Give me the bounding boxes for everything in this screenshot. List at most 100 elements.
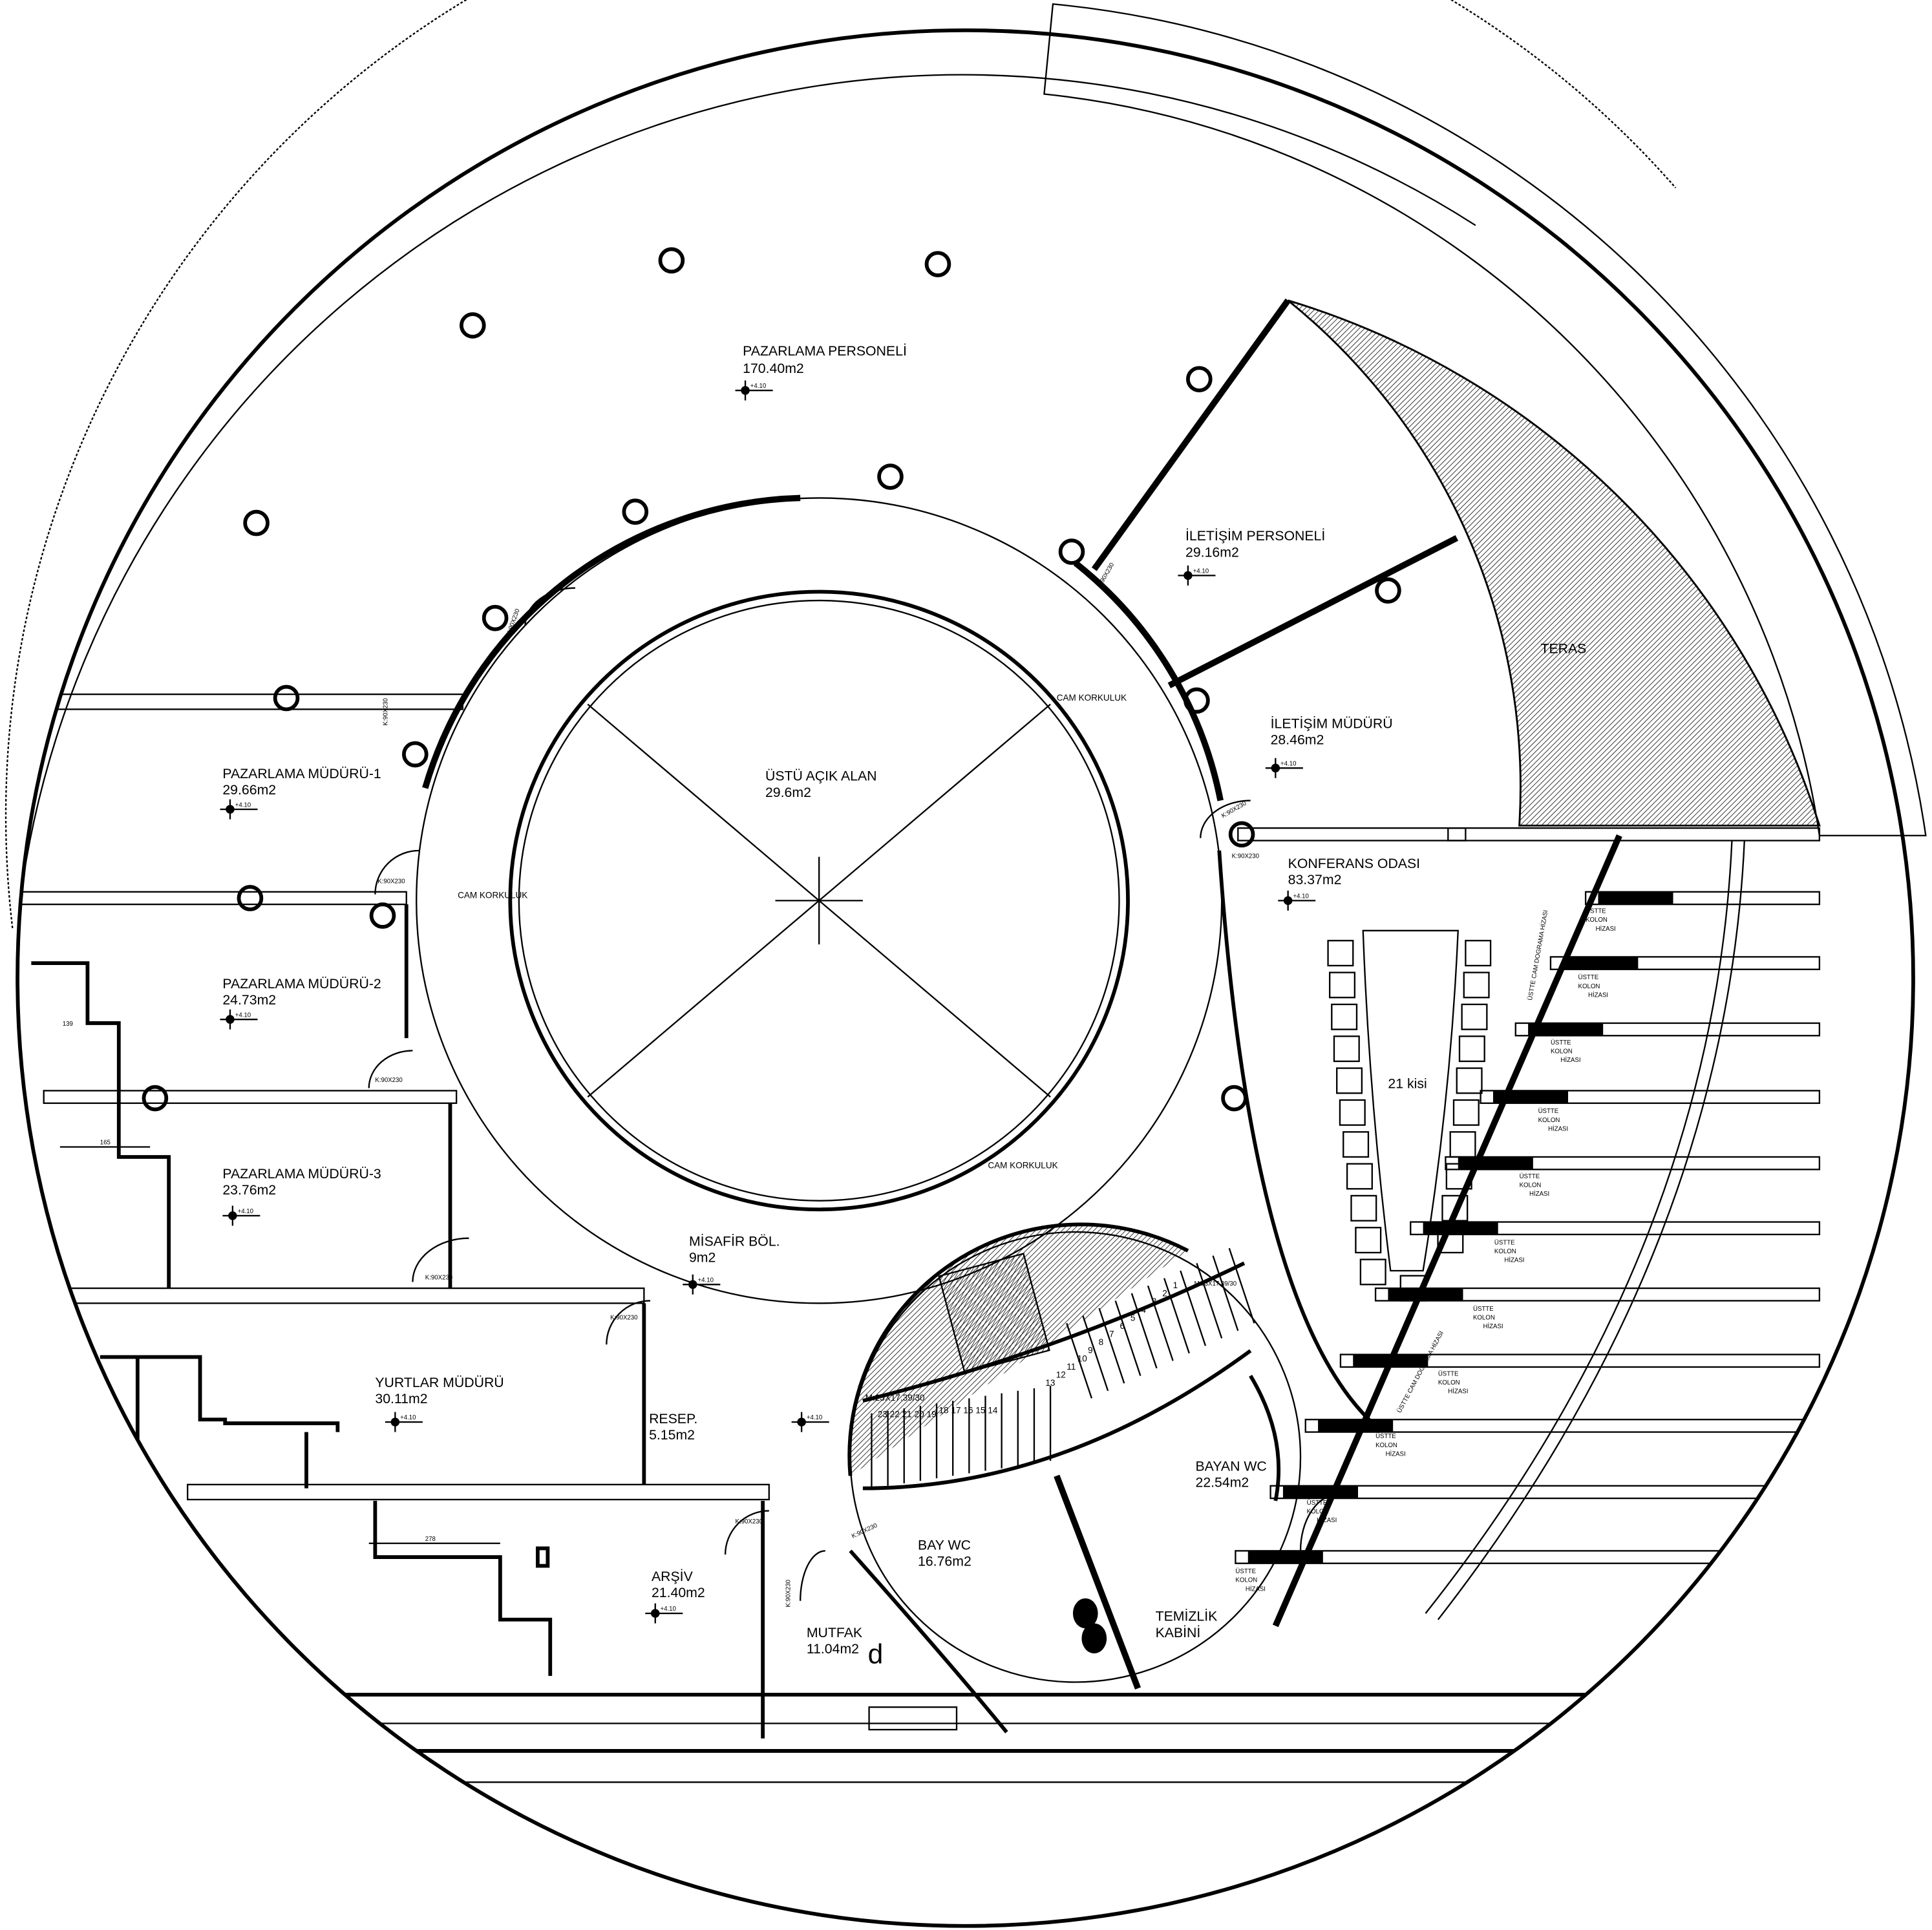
chair-icon [1456, 1067, 1483, 1094]
chair-icon [1329, 971, 1356, 999]
chair-icon [1458, 1035, 1485, 1063]
chair-icon [1331, 1003, 1358, 1030]
kolon-note: KOLON [1438, 1379, 1460, 1386]
glazing-fin [1374, 1287, 1821, 1302]
door-label: K:90X230 [785, 1580, 792, 1607]
column-icon [459, 312, 486, 339]
stair-step-number: 23 [878, 1409, 887, 1419]
capacity-label: 21 kisi [1388, 1076, 1427, 1092]
door-swing[interactable] [524, 587, 575, 626]
level-value: +4.10 [400, 1414, 416, 1421]
conference-table [1327, 929, 1492, 1302]
level-mark: +4.10 [222, 1205, 260, 1226]
room-name: RESEP. [649, 1411, 697, 1426]
room-name: BAYAN WC [1196, 1459, 1267, 1474]
kolon-note: ÜSTTE [1235, 1568, 1256, 1575]
kolon-note: ÜSTTE [1494, 1239, 1515, 1246]
kolon-note: HİZASI [1386, 1450, 1406, 1458]
room-area: 83.37m2 [1288, 872, 1342, 887]
level-mark: +4.10 [385, 1412, 423, 1432]
level-mark: +4.10 [1178, 565, 1216, 586]
level-mark: +4.10 [1278, 890, 1316, 911]
core [847, 1222, 1302, 1734]
column-icon [1185, 366, 1213, 392]
kolon-note: HİZASI [1596, 926, 1616, 933]
kolon-note: KOLON [1235, 1577, 1257, 1584]
door-swing[interactable] [1200, 800, 1251, 838]
level-value: +4.10 [238, 1208, 253, 1215]
column-marker [1247, 1551, 1323, 1564]
kolon-note: KOLON [1551, 1048, 1573, 1055]
level-marks: +4.10+4.10+4.10+4.10+4.10+4.10+4.10+4.10… [220, 380, 1316, 1624]
room-name: YURTLAR MÜDÜRÜ [375, 1375, 504, 1390]
chair-icon [1465, 940, 1492, 967]
column-icon [1228, 821, 1255, 848]
stair-step-number: 22 [890, 1409, 900, 1419]
column-marker [1598, 891, 1673, 905]
column-icon [877, 463, 904, 490]
annotations: M:23X17.39/30 M:23X17.39/30 139 165 278 … [59, 909, 1549, 1544]
room-name: BAY WC [918, 1537, 971, 1553]
dimension: 278 [425, 1536, 436, 1543]
door-swing[interactable] [412, 1237, 469, 1282]
room-name: ARŞİV [652, 1569, 694, 1584]
kolon-note: HİZASI [1504, 1257, 1524, 1264]
room-area: 23.76m2 [222, 1182, 276, 1198]
stair-tread [1180, 1270, 1207, 1346]
teras-area [1287, 299, 1821, 827]
column-marker [1528, 1023, 1604, 1036]
chair-icon [1445, 1163, 1472, 1190]
stair-step-number: 15 [975, 1406, 985, 1416]
chair-icon [1463, 971, 1490, 999]
column-icon [243, 509, 270, 536]
column-marker [1318, 1419, 1394, 1432]
room-area: 29.6m2 [765, 785, 811, 800]
column-icon [142, 1085, 169, 1112]
door-swing[interactable] [606, 1300, 651, 1345]
kolon-note: KOLON [1586, 917, 1608, 924]
kolon-note: ÜSTTE [1520, 1173, 1540, 1180]
column-icon [369, 902, 396, 929]
stair-step-number: 11 [1067, 1362, 1076, 1372]
door-swing[interactable] [724, 1510, 769, 1555]
level-value: +4.10 [660, 1606, 675, 1613]
room-area: 24.73m2 [222, 992, 276, 1008]
level-value: +4.10 [1293, 893, 1308, 900]
stair-step-number: 7 [1109, 1330, 1114, 1339]
cam-korkuluk-label: CAM KORKULUK [988, 1160, 1057, 1170]
chair-icon [1437, 1227, 1464, 1254]
room-name: KONFERANS ODASI [1288, 856, 1420, 871]
door-swing[interactable] [368, 1050, 413, 1088]
kolon-note: KOLON [1494, 1248, 1516, 1255]
door-swing[interactable] [1299, 1494, 1339, 1551]
room-area: 29.66m2 [222, 782, 276, 798]
room-area: 5.15m2 [649, 1427, 695, 1443]
stair-step-number: 14 [988, 1406, 998, 1416]
stair-step-number: 17 [951, 1406, 961, 1416]
room-name: TEMİZLİK [1156, 1609, 1218, 1624]
glazing-fin [1410, 1221, 1821, 1236]
chair-icon [1452, 1099, 1480, 1126]
door-swing[interactable] [800, 1550, 825, 1601]
stair-tread [1082, 1315, 1109, 1392]
column-icon [1184, 687, 1210, 714]
room-area: 30.11m2 [375, 1391, 427, 1406]
cam-korkuluk-label: CAM KORKULUK [458, 890, 527, 900]
column-marker [1492, 1090, 1569, 1103]
room-name-2: KABİNİ [1156, 1625, 1201, 1640]
door-label: K:90X230 [383, 698, 390, 725]
column-icon [658, 247, 685, 274]
stair-step-number: 4 [1141, 1305, 1146, 1315]
mutfak-mark: d [868, 1638, 884, 1670]
stair-tread [1196, 1263, 1223, 1339]
door-swing[interactable] [374, 849, 419, 895]
cam-dograma-note: ÜSTTE CAM DOGRAMA HİZASI [1527, 909, 1549, 1001]
room-area: 16.76m2 [918, 1554, 971, 1569]
level-mark: +4.10 [1265, 758, 1303, 778]
room-name: İLETİŞİM MÜDÜRÜ [1271, 716, 1393, 731]
left-walls [17, 693, 770, 1739]
room-area: 21.40m2 [652, 1585, 705, 1600]
kolon-note: KOLON [1307, 1508, 1329, 1515]
stair-step-number: 2 [1162, 1289, 1167, 1299]
room-area: 11.04m2 [807, 1641, 859, 1657]
